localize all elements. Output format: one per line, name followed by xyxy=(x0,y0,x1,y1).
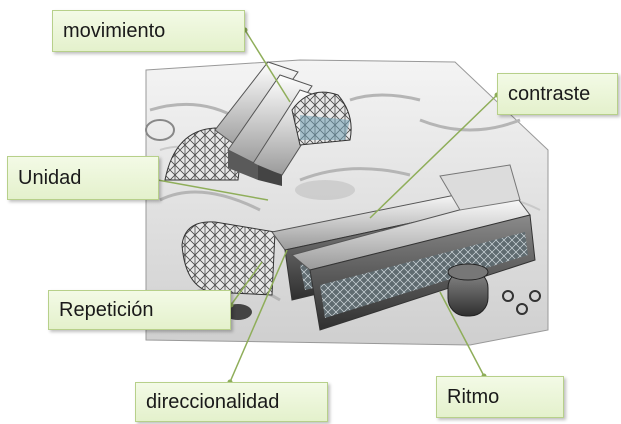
side-details xyxy=(224,290,541,320)
lattice-vault-lower-left xyxy=(181,221,276,296)
cylinder-structure xyxy=(447,263,489,317)
label-contraste: contraste xyxy=(497,73,618,115)
upper-building-cluster xyxy=(214,61,352,186)
main-building-bars xyxy=(271,164,536,331)
label-ritmo: Ritmo xyxy=(436,376,564,418)
label-movimiento: movimiento xyxy=(52,10,245,52)
label-unidad: Unidad xyxy=(7,156,159,200)
label-repeticion: Repetición xyxy=(48,290,231,330)
label-direccionalidad: direccionalidad xyxy=(135,382,328,422)
